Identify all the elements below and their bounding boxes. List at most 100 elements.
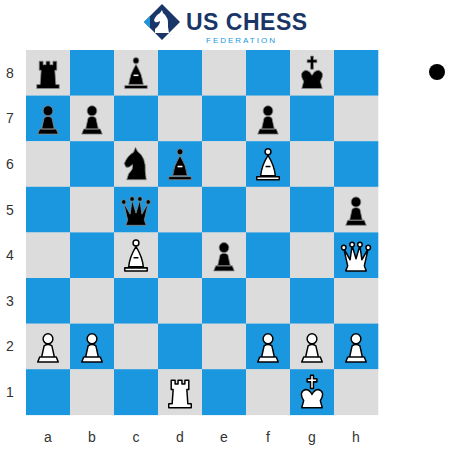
rank-label: 3 [6, 294, 14, 308]
board-square [158, 232, 202, 278]
board-square [290, 96, 334, 142]
board-square [246, 324, 290, 370]
board-square [26, 50, 70, 96]
board-square [334, 278, 378, 324]
piece-part [130, 197, 134, 202]
board-square [26, 232, 70, 278]
logo-knight [154, 10, 169, 33]
piece-part [263, 106, 273, 116]
piece-part [169, 155, 191, 179]
piece-part [178, 166, 183, 168]
board-square [114, 187, 158, 233]
piece-part [138, 197, 142, 202]
board-square [26, 141, 70, 187]
board-square [26, 324, 70, 370]
board-square [202, 96, 246, 142]
board-square [246, 141, 290, 187]
board-square [158, 96, 202, 142]
file-label: c [133, 430, 140, 444]
rank-label: 6 [6, 157, 14, 171]
board-square [70, 187, 114, 233]
board-square [114, 232, 158, 278]
logo-accent [144, 16, 150, 28]
piece-part [38, 344, 59, 362]
piece-part [266, 166, 271, 168]
piece-part [219, 243, 229, 253]
piece-part [307, 375, 317, 388]
board-square [290, 50, 334, 96]
board-square [334, 96, 378, 142]
pieces [37, 56, 371, 408]
chess-piece [82, 334, 103, 362]
chess-piece [302, 334, 323, 362]
board-square [26, 187, 70, 233]
board-square [70, 141, 114, 187]
board-square [290, 141, 334, 187]
board-square [334, 232, 378, 278]
file-label: a [44, 430, 52, 444]
chess-piece [37, 61, 59, 88]
file-label: b [88, 430, 96, 444]
chess-piece [342, 242, 371, 271]
board-square [114, 141, 158, 187]
piece-part [133, 58, 139, 64]
piece-part [307, 56, 317, 69]
board-square [334, 141, 378, 187]
rank-label: 4 [6, 248, 14, 262]
piece-part [358, 242, 362, 247]
chess-piece [82, 106, 103, 134]
file-label: e [220, 430, 228, 444]
chess-piece [346, 334, 367, 362]
piece-part [37, 61, 59, 88]
board-square [202, 141, 246, 187]
chess-piece [125, 58, 147, 89]
board-square [290, 187, 334, 233]
file-label: d [176, 430, 184, 444]
board-square [158, 50, 202, 96]
board-square [114, 50, 158, 96]
board-square [334, 187, 378, 233]
board-square [114, 369, 158, 415]
board-square [158, 324, 202, 370]
board-square [70, 50, 114, 96]
chess-piece [125, 240, 147, 271]
piece-part [301, 389, 322, 407]
board-square [290, 369, 334, 415]
piece-part [134, 75, 139, 77]
logo-diamond [144, 4, 180, 40]
piece-part [124, 200, 148, 225]
chess-piece [258, 106, 279, 134]
logo-subtitle: FEDERATION [206, 37, 277, 45]
chess-piece [257, 149, 279, 180]
piece-part [43, 334, 53, 344]
file-label: h [352, 430, 360, 444]
board-squares [26, 50, 378, 415]
chess-piece [258, 334, 279, 362]
board-square [202, 369, 246, 415]
board-square [114, 278, 158, 324]
chess-piece [301, 56, 322, 88]
board-square [26, 369, 70, 415]
board-square [70, 278, 114, 324]
piece-part [351, 197, 361, 207]
board-square [202, 50, 246, 96]
piece-part [214, 253, 235, 271]
board-square [70, 324, 114, 370]
piece-part [366, 245, 370, 250]
board-square [70, 96, 114, 142]
chess-piece [301, 375, 322, 407]
piece-part [351, 334, 361, 344]
piece-part [82, 116, 103, 134]
file-label: f [266, 430, 270, 444]
piece-part [258, 344, 279, 362]
chess-piece [169, 149, 191, 180]
board-square [158, 141, 202, 187]
piece-part [125, 247, 147, 271]
board-square [290, 232, 334, 278]
board-square [158, 278, 202, 324]
chess-piece [38, 106, 59, 134]
board-square [246, 369, 290, 415]
board-square [246, 232, 290, 278]
